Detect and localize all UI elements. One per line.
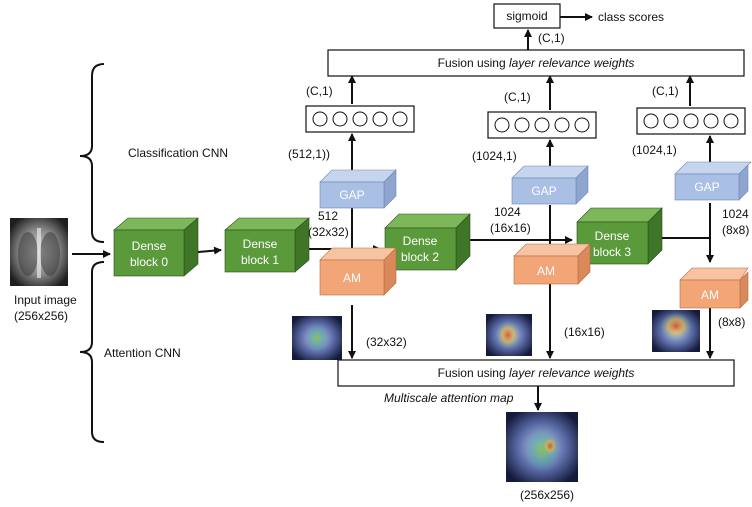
branch2-channels: 1024 [494, 205, 521, 219]
dense-block-1: Dense block 1 [224, 217, 310, 273]
multiscale-attention-image [506, 412, 578, 482]
am-label-2: AM [537, 264, 555, 278]
am-size-2: (16x16) [564, 325, 605, 339]
gap-out-size-3: (1024,1) [632, 143, 677, 157]
dense-block-3-line2: block 3 [593, 245, 631, 259]
class-scores-label: class scores [598, 10, 664, 24]
am-size-3: (8x8) [718, 315, 745, 329]
branch1-spatial: (32x32) [308, 225, 349, 239]
input-xray-image [10, 218, 68, 286]
dense-block-1-line2: block 1 [241, 253, 279, 267]
input-image-caption: Input image [14, 293, 77, 307]
gap-out-size-2: (1024,1) [472, 149, 517, 163]
classification-cnn-label: Classification CNN [128, 146, 228, 160]
dense-block-0-line2: block 0 [130, 255, 168, 269]
branch1-channels: 512 [318, 209, 338, 223]
am-box-1: AM [319, 247, 397, 296]
gap-label-3: GAP [694, 180, 719, 194]
dense-block-0: Dense block 0 [113, 217, 199, 277]
dense-block-3: Dense block 3 [576, 207, 663, 265]
vector-size-1: (C,1) [306, 84, 333, 98]
bottom-fusion-prefix: Fusion using [438, 366, 509, 380]
feature-vector-1 [305, 105, 415, 133]
am-size-1: (32x32) [366, 335, 407, 349]
gap-box-3: GAP [674, 161, 752, 201]
am-label-3: AM [701, 288, 719, 302]
am-label-1: AM [343, 271, 361, 285]
top-fusion-label: Fusion using layer relevance weights [438, 56, 635, 70]
branch3-spatial: (8x8) [722, 223, 749, 237]
sigmoid-box: sigmoid [493, 3, 561, 29]
gap-box-1: GAP [319, 169, 397, 209]
dense-block-2-line1: Dense [403, 234, 438, 248]
top-fusion-prefix: Fusion using [438, 56, 509, 70]
multiscale-label: Multiscale attention map [384, 391, 514, 405]
classification-brace [79, 63, 105, 243]
vector-size-2: (C,1) [504, 90, 531, 104]
input-image-size: (256x256) [14, 309, 68, 323]
vector-size-3: (C,1) [652, 84, 679, 98]
gap-out-size-1: (512,1)) [288, 147, 330, 161]
branch2-spatial: (16x16) [490, 221, 531, 235]
dense-block-0-line1: Dense [132, 239, 167, 253]
am-box-3: AM [679, 267, 749, 309]
sigmoid-label: sigmoid [506, 9, 547, 23]
dense-block-3-line1: Dense [595, 229, 630, 243]
attention-thumbnail-2 [486, 314, 532, 356]
attention-cnn-label: Attention CNN [104, 346, 181, 360]
attention-thumbnail-3 [652, 310, 700, 352]
gap-label-2: GAP [531, 184, 556, 198]
multiscale-size: (256x256) [520, 488, 574, 502]
feature-vector-2 [487, 111, 597, 139]
am-box-2: AM [513, 243, 591, 285]
bottom-fusion-box: Fusion using layer relevance weights [337, 359, 735, 387]
top-fusion-emphasis: layer relevance weights [509, 56, 634, 70]
gap-box-2: GAP [511, 165, 589, 205]
dense-block-2-line2: block 2 [401, 250, 439, 264]
dense-block-2: Dense block 2 [384, 213, 471, 271]
top-fusion-out-size: (C,1) [538, 31, 565, 45]
attention-brace [79, 261, 105, 443]
top-fusion-box: Fusion using layer relevance weights [327, 49, 745, 77]
feature-vector-3 [636, 107, 746, 135]
branch3-channels: 1024 [722, 207, 749, 221]
gap-label-1: GAP [339, 188, 364, 202]
bottom-fusion-emphasis: layer relevance weights [509, 366, 634, 380]
attention-thumbnail-1 [292, 316, 342, 360]
bottom-fusion-label: Fusion using layer relevance weights [438, 366, 635, 380]
dense-block-1-line1: Dense [243, 237, 278, 251]
